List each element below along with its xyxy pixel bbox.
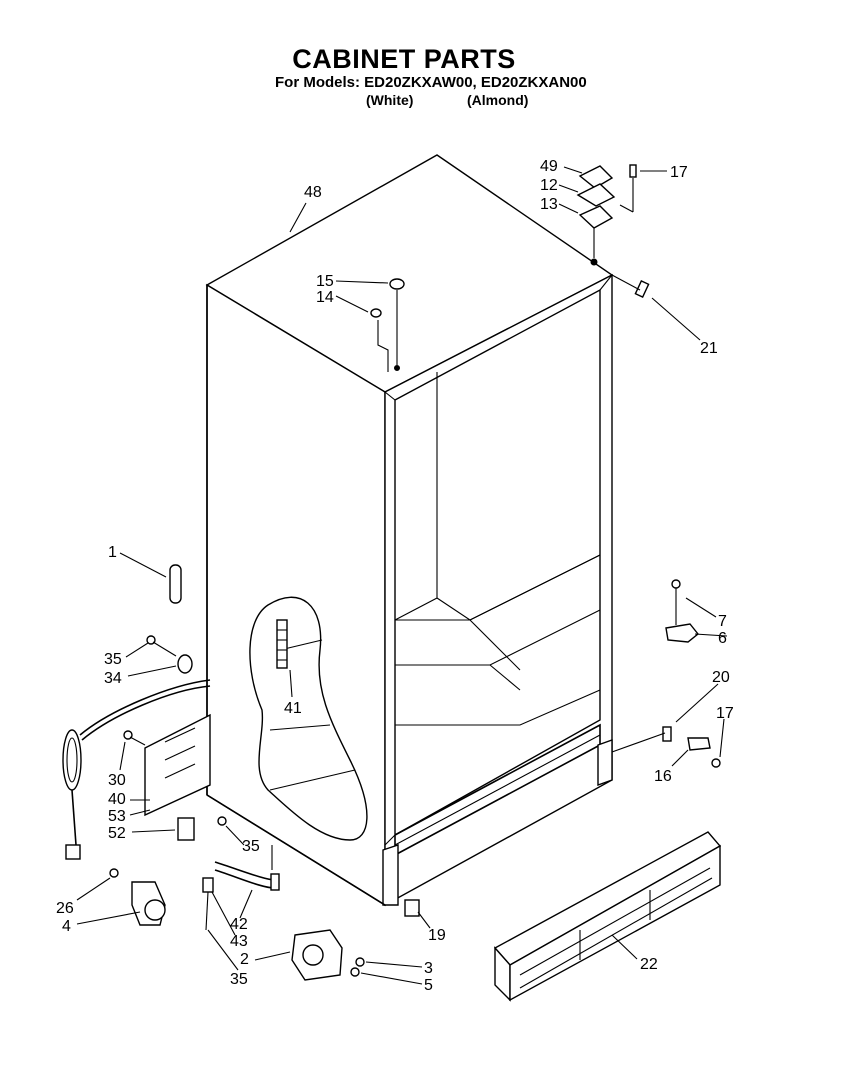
callout-1: 1 xyxy=(108,544,117,561)
callout-52: 52 xyxy=(108,825,126,842)
callout-7: 7 xyxy=(718,613,727,630)
callout-2: 2 xyxy=(240,951,249,968)
callout-35-lower: 35 xyxy=(230,971,248,988)
callout-42: 42 xyxy=(230,916,248,933)
color-white-label: (White) xyxy=(366,92,414,108)
callout-13: 13 xyxy=(540,196,558,213)
callout-41: 41 xyxy=(284,700,302,717)
diagram-title: CABINET PARTS xyxy=(292,44,516,74)
callout-12: 12 xyxy=(540,177,558,194)
right-parts xyxy=(404,579,722,1002)
callout-30: 30 xyxy=(108,772,126,789)
leader-lines xyxy=(76,166,728,985)
callout-48: 48 xyxy=(304,184,322,201)
callout-19: 19 xyxy=(428,927,446,944)
callout-34: 34 xyxy=(104,670,122,687)
callout-20: 20 xyxy=(712,669,730,686)
color-almond-label: (Almond) xyxy=(467,92,529,108)
cabinet-body xyxy=(205,154,614,907)
callout-3: 3 xyxy=(424,960,433,977)
callout-53: 53 xyxy=(108,808,126,825)
callout-numbers: 48 49 12 13 17 15 14 21 1 7 6 35 34 41 2… xyxy=(56,158,734,994)
models-line: For Models: ED20ZKXAW00, ED20ZKXAN00 xyxy=(275,74,587,91)
callout-6: 6 xyxy=(718,630,727,647)
callout-26: 26 xyxy=(56,900,74,917)
callout-35-upper: 35 xyxy=(104,651,122,668)
callout-14: 14 xyxy=(316,289,334,306)
callout-35-middle: 35 xyxy=(242,838,260,855)
callout-22: 22 xyxy=(640,956,658,973)
callout-17-right: 17 xyxy=(716,705,734,722)
top-hinge-parts xyxy=(576,164,650,298)
callout-21: 21 xyxy=(700,340,718,357)
callout-17-top: 17 xyxy=(670,164,688,181)
callout-16: 16 xyxy=(654,768,672,785)
top-plugs xyxy=(370,278,405,372)
callout-49: 49 xyxy=(540,158,558,175)
callout-15: 15 xyxy=(316,273,334,290)
callout-4: 4 xyxy=(62,918,71,935)
callout-5: 5 xyxy=(424,977,433,994)
callout-43: 43 xyxy=(230,933,248,950)
left-parts xyxy=(62,564,365,981)
callout-40: 40 xyxy=(108,791,126,808)
